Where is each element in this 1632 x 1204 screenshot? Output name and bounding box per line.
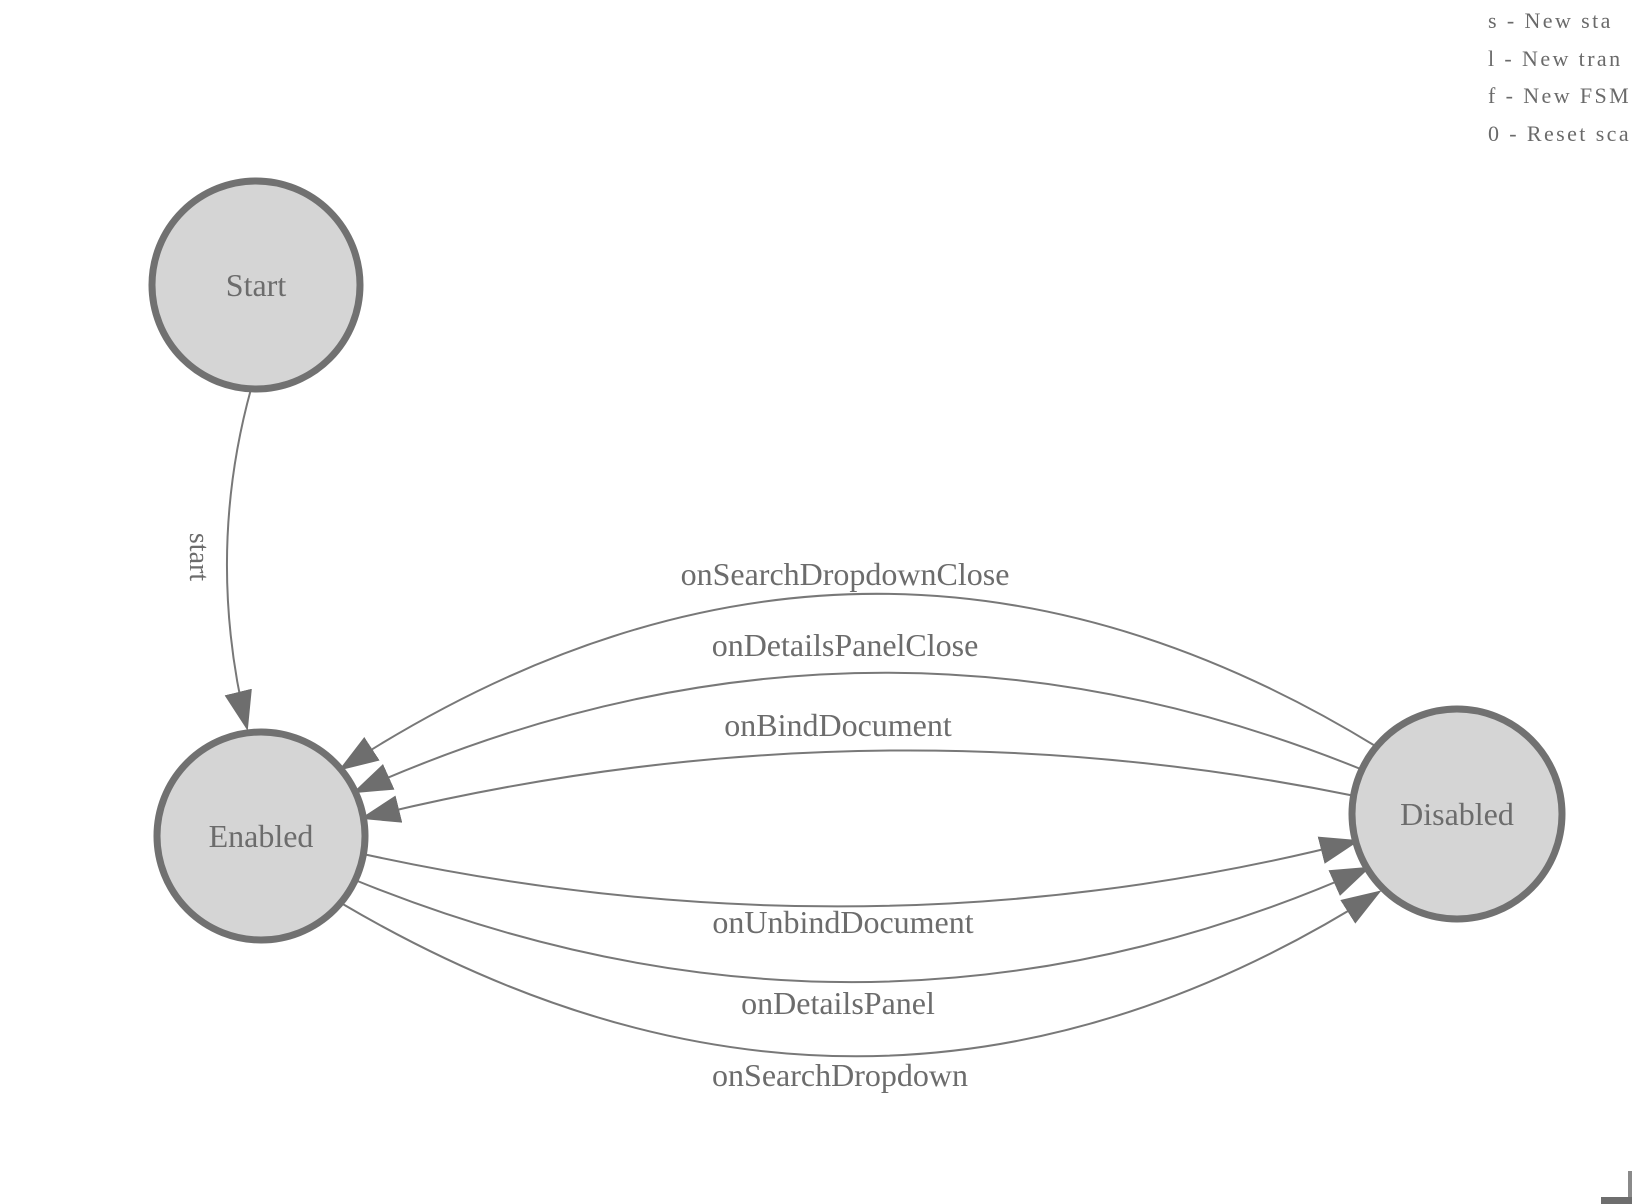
corner-horizontal-line — [1601, 1197, 1632, 1204]
transition-edges: start onSearchDropdownClose onDetailsPan… — [183, 388, 1382, 1093]
transition-edge-onDetailsPanel[interactable] — [354, 866, 1371, 984]
transition-edge-onUnbindDocument[interactable] — [362, 836, 1360, 908]
state-label-enabled: Enabled — [209, 818, 314, 854]
transition-edge-onSearchDropdownClose[interactable] — [338, 592, 1378, 771]
state-circle-disabled[interactable] — [1348, 705, 1566, 923]
state-circle-enabled[interactable] — [153, 728, 369, 944]
transition-label-onSearchDropdown: onSearchDropdown — [712, 1057, 968, 1093]
state-circle-start[interactable] — [148, 177, 364, 393]
shortcut-legend: s - New sta l - New tran f - New FSM 0 -… — [1488, 8, 1631, 146]
state-node-disabled[interactable]: Disabled — [1348, 705, 1566, 923]
transition-edge-onDetailsPanelClose[interactable] — [352, 671, 1364, 794]
transition-edge-onBindDocument[interactable] — [360, 749, 1356, 823]
state-label-disabled: Disabled — [1400, 796, 1514, 832]
transition-label-start: start — [183, 533, 214, 581]
shortcut-hint-line: s - New sta — [1488, 8, 1613, 33]
shortcut-hint-line: l - New tran — [1488, 46, 1622, 71]
transition-label-onSearchDropdownClose: onSearchDropdownClose — [681, 556, 1010, 592]
transition-edge-start[interactable] — [224, 388, 252, 731]
shortcut-hint-line: 0 - Reset sca — [1488, 121, 1631, 146]
transition-edge-onSearchDropdown[interactable] — [340, 890, 1382, 1058]
shortcut-hint-line: f - New FSM — [1488, 83, 1631, 108]
state-node-start[interactable]: Start — [148, 177, 364, 393]
transition-label-onUnbindDocument: onUnbindDocument — [712, 904, 973, 940]
transition-label-onDetailsPanelClose: onDetailsPanelClose — [712, 627, 979, 663]
state-label-start: Start — [226, 267, 287, 303]
state-node-enabled[interactable]: Enabled — [153, 728, 369, 944]
corner-vertical-line — [1628, 1171, 1632, 1204]
transition-label-onBindDocument: onBindDocument — [724, 707, 952, 743]
viewport-corner-marker — [1601, 1171, 1632, 1204]
transition-label-onDetailsPanel: onDetailsPanel — [741, 985, 935, 1021]
